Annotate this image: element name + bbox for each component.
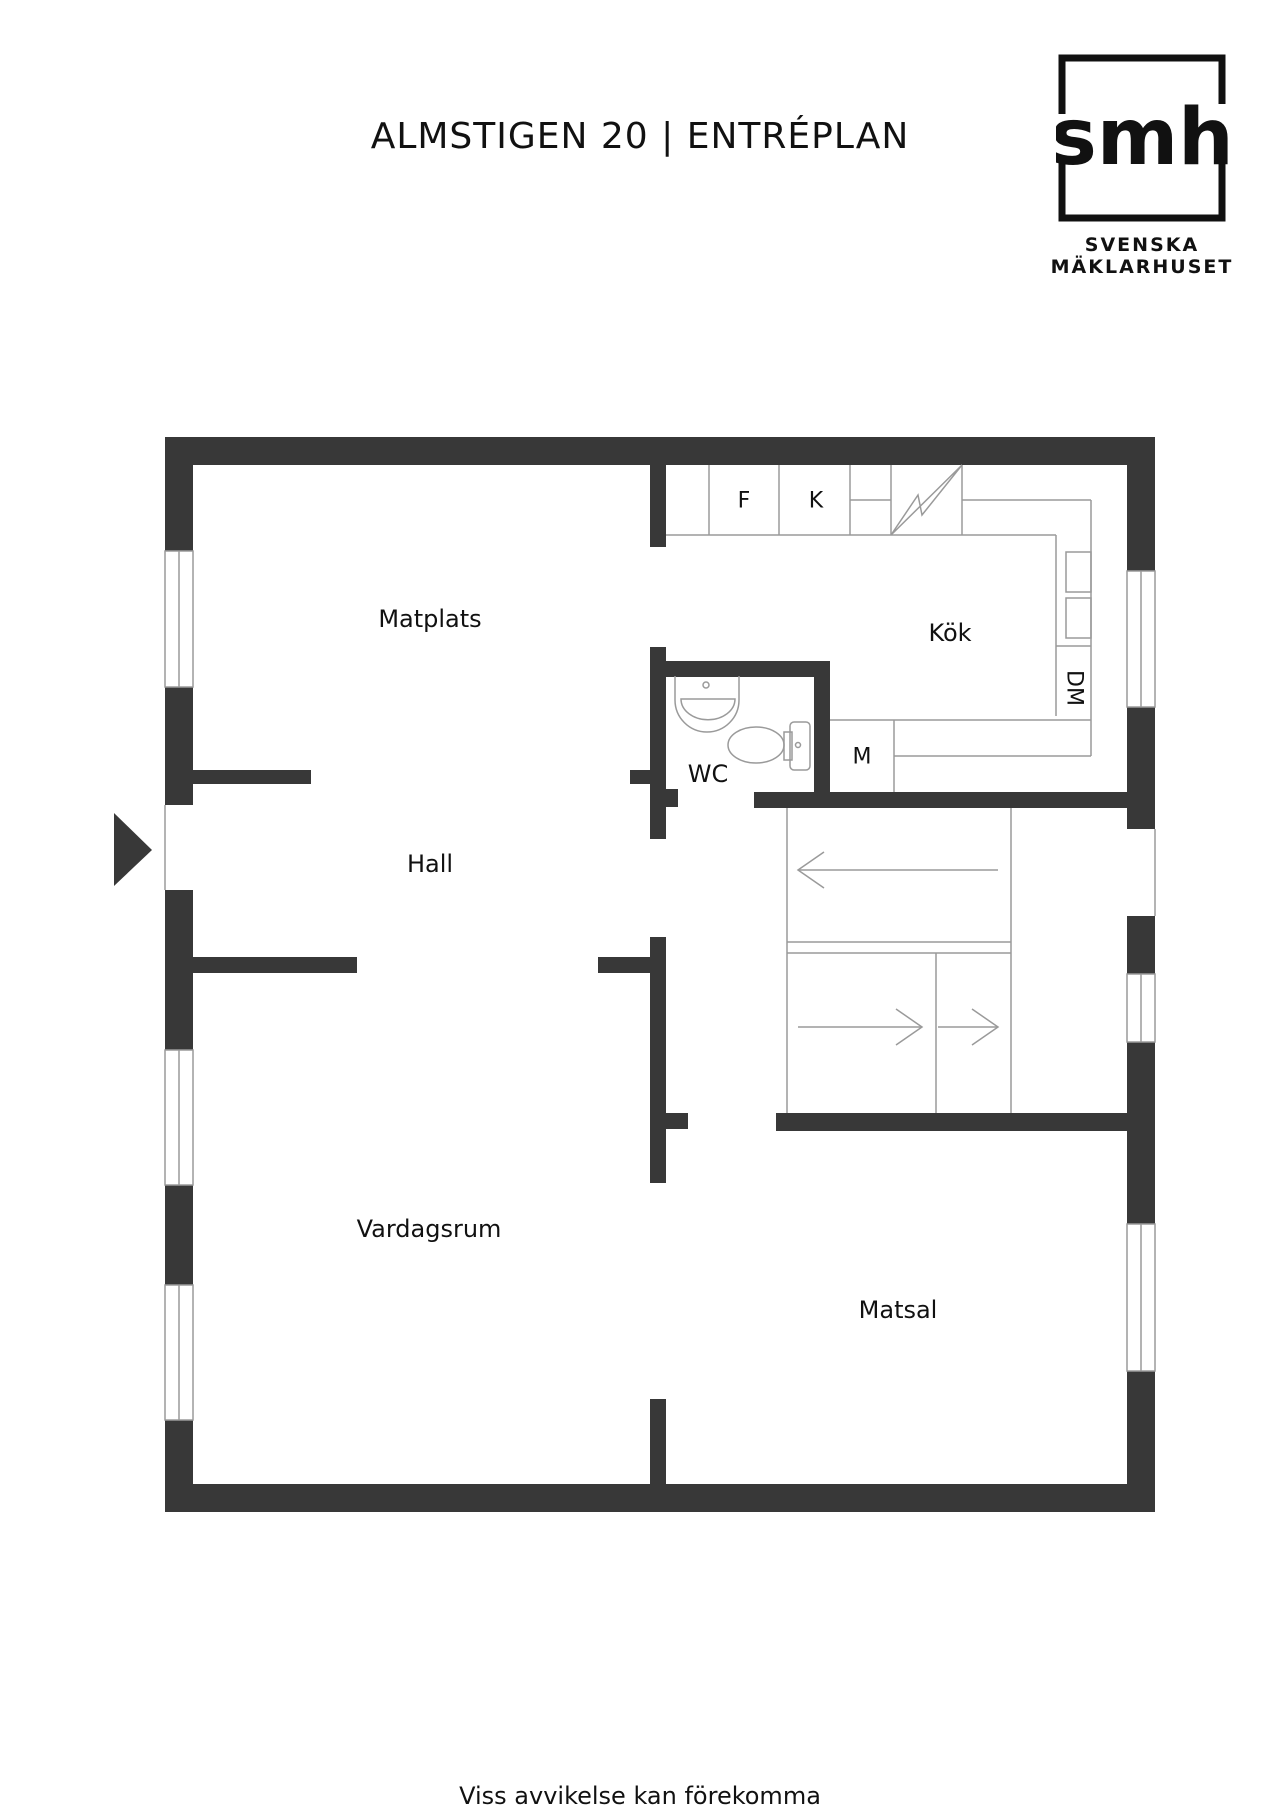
room-label-hall: Hall: [406, 850, 454, 878]
room-label-matplats: Matplats: [378, 605, 482, 633]
logo-wordmark: SVENSKA MÄKLARHUSET: [1040, 234, 1244, 278]
windows: [164, 550, 1156, 1421]
fixture-freezer-label: K: [808, 488, 824, 514]
entrance-arrow-icon: [114, 813, 152, 886]
logo-line-1: SVENSKA: [1084, 234, 1200, 256]
fixture-dishwasher-label: DM: [1061, 670, 1087, 706]
page-title: ALMSTIGEN 20 | ENTRÉPLAN: [370, 116, 910, 157]
logo-line-2: MÄKLARHUSET: [1050, 256, 1234, 278]
room-label-wc: WC: [687, 760, 729, 788]
fixture-microwave-label: M: [852, 744, 872, 770]
wardrobe: [786, 808, 1012, 1113]
smh-logo-icon: smh: [1056, 54, 1228, 222]
fixture-fridge-label: F: [737, 488, 751, 514]
svg-text:smh: smh: [1056, 93, 1228, 183]
room-label-vardagsrum: Vardagsrum: [356, 1215, 502, 1243]
kitchen-counters: [666, 464, 1092, 792]
room-label-kok: Kök: [928, 619, 972, 647]
disclaimer: Viss avvikelse kan förekomma: [459, 1782, 821, 1810]
room-label-matsal: Matsal: [858, 1296, 938, 1324]
walls: [165, 437, 1155, 1512]
